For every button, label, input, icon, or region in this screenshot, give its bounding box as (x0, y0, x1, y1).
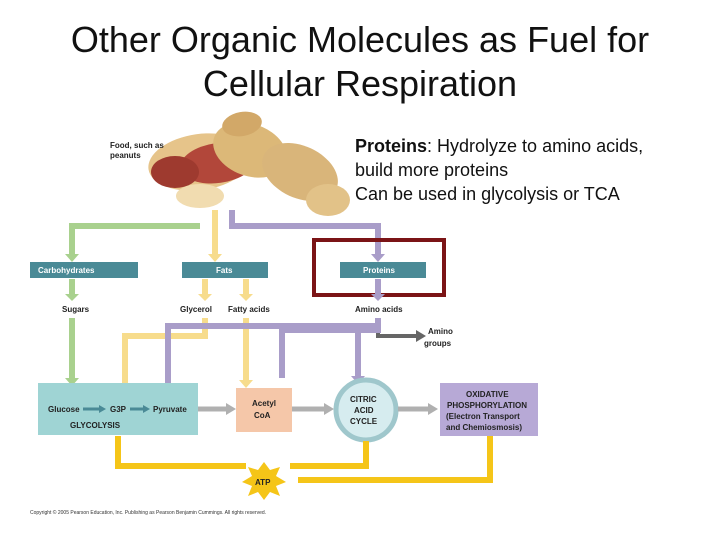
pyruvate-to-acetyl-arrowhead (226, 403, 236, 415)
oxphos-atp-arrow (298, 436, 490, 480)
citric-label-line-2: ACID (354, 406, 374, 415)
acetyl-arrowhead (239, 380, 253, 388)
oxphos-line-3: (Electron Transport (446, 412, 520, 421)
oxphos-line-1: OXIDATIVE (466, 390, 509, 399)
oxphos-line-4: and Chemiosmosis) (446, 423, 522, 432)
glucose-label: Glucose (48, 405, 80, 414)
glycolysis-atp-arrow (118, 436, 246, 466)
g3p-label: G3P (110, 405, 127, 414)
citric-label-line-3: CYCLE (350, 417, 378, 426)
sugars-arrowhead (65, 294, 79, 301)
citric-atp-arrow (290, 441, 366, 466)
pyruvate-label: Pyruvate (153, 405, 187, 414)
glycolysis-label: GLYCOLYSIS (70, 421, 121, 430)
acetyl-label-line-1: Acetyl (252, 399, 276, 408)
fats-label: Fats (216, 266, 233, 275)
glycerol-arrowhead (198, 294, 212, 301)
acetyl-coa-box (236, 388, 292, 432)
atp-label: ATP (255, 478, 271, 487)
acetyl-to-citric-arrowhead (324, 403, 334, 415)
carbohydrates-label: Carbohydrates (38, 266, 95, 275)
food-label-line-2: peanuts (110, 151, 141, 160)
citric-label-line-1: CITRIC (350, 395, 377, 404)
amino-acids-label: Amino acids (355, 305, 403, 314)
amino-acids-arrowhead (371, 294, 385, 301)
carbohydrates-arrowhead (65, 254, 79, 262)
copyright-notice: Copyright © 2005 Pearson Education, Inc.… (30, 510, 266, 516)
amino-groups-arrow (378, 318, 418, 336)
peanuts-illustration (145, 109, 350, 216)
oxphos-line-2: PHOSPHORYLATION (447, 401, 527, 410)
fatty-acids-arrowhead (239, 294, 253, 301)
fatty-acids-label: Fatty acids (228, 305, 270, 314)
sugars-label: Sugars (62, 305, 90, 314)
amino-groups-line-1: Amino (428, 327, 453, 336)
proteins-label: Proteins (363, 266, 396, 275)
glycerol-label: Glycerol (180, 305, 212, 314)
food-to-carbohydrates-arrow (72, 226, 200, 256)
acetyl-label-line-2: CoA (254, 411, 271, 420)
food-to-proteins-arrow (232, 210, 378, 256)
citric-to-oxphos-arrowhead (428, 403, 438, 415)
amino-groups-line-2: groups (424, 339, 452, 348)
proteins-arrowhead (371, 254, 385, 262)
food-label-line-1: Food, such as (110, 141, 164, 150)
fats-arrowhead (208, 254, 222, 262)
amino-to-acetyl-arrow (282, 326, 378, 378)
